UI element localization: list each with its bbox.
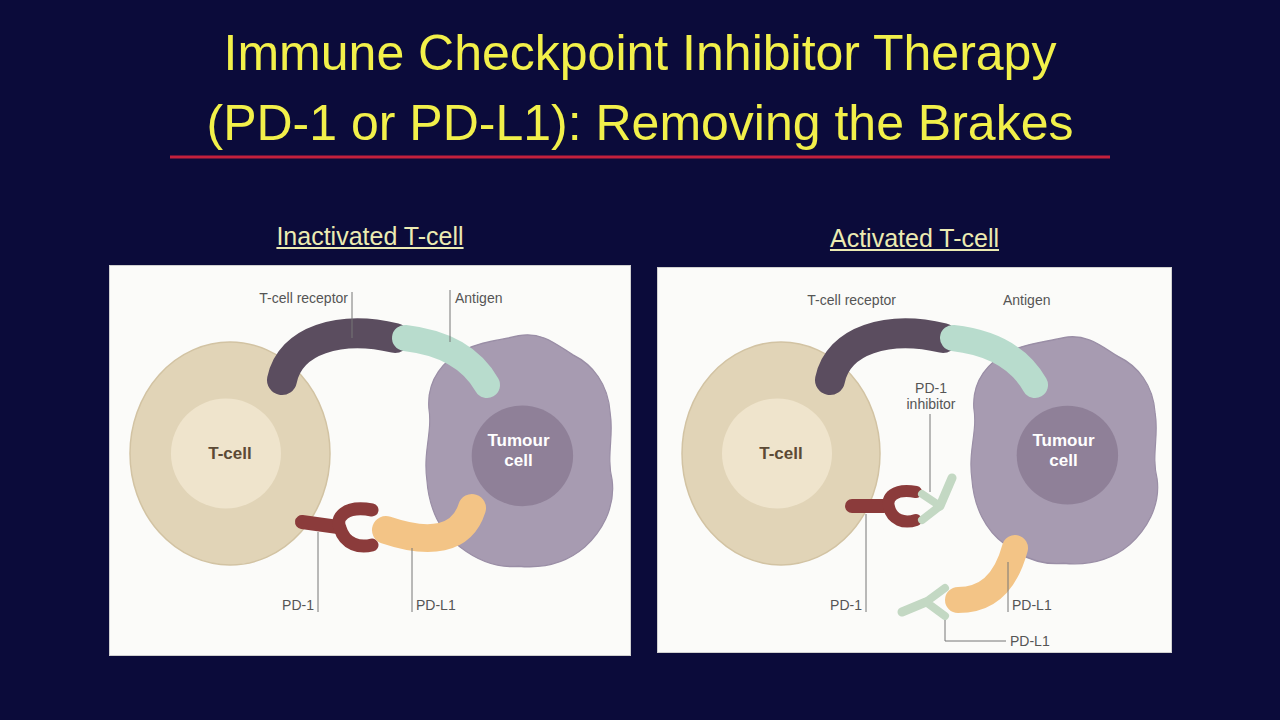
cell-membrane (682, 342, 880, 565)
leader-line (412, 548, 413, 612)
panel-box: T-cellTumour cellActivated T-cell (657, 267, 1172, 653)
pd-l1-ligand (386, 508, 472, 538)
leader-line (945, 620, 1006, 641)
t-cell-circle: T-cell (681, 341, 881, 566)
leader-line (1008, 562, 1009, 612)
panel-heading: Activated T-cell (658, 224, 1171, 253)
leader-line (930, 414, 931, 492)
cell-nucleus (171, 399, 281, 509)
title-underline (170, 156, 1110, 159)
pd-l1-ligand (958, 548, 1015, 600)
panel-heading: Inactivated T-cell (110, 222, 630, 251)
antibody-stem (940, 478, 952, 506)
cell-nucleus (722, 399, 832, 509)
t-cell-receptor (282, 333, 395, 380)
antigen (953, 338, 1035, 385)
t-cell-circle: T-cell (129, 341, 331, 566)
pd1-stem (852, 499, 884, 513)
cell-label: Tumour cell (1024, 431, 1104, 471)
antigen (405, 338, 487, 385)
t-cell-receptor (830, 333, 943, 380)
cell-label: T-cell (759, 444, 802, 464)
leader-line (866, 514, 867, 612)
antibody-arms (922, 494, 940, 520)
leader-line (450, 290, 451, 342)
pd1-receptor (888, 491, 916, 521)
pd1-receptor (339, 509, 372, 546)
slide-title: Immune Checkpoint Inhibitor Therapy (PD-… (170, 18, 1110, 158)
antibody-arms (926, 588, 945, 616)
pd1-stem (302, 522, 338, 527)
cell-label: Tumour cell (479, 431, 559, 471)
leader-line (318, 532, 319, 612)
tumour-cell-shape: Tumour cell (421, 331, 616, 571)
tumour-cell-shape: Tumour cell (966, 333, 1161, 568)
cell-membrane (130, 342, 330, 565)
antibody-stem (902, 602, 926, 612)
cell-membrane (426, 335, 613, 567)
cell-nucleus (1017, 406, 1118, 505)
panel-box: T-cellTumour cellInactivated T-cell (109, 265, 631, 656)
cell-label: T-cell (208, 444, 251, 464)
cell-nucleus (472, 405, 573, 506)
cell-membrane (971, 337, 1158, 564)
leader-line (352, 292, 353, 338)
